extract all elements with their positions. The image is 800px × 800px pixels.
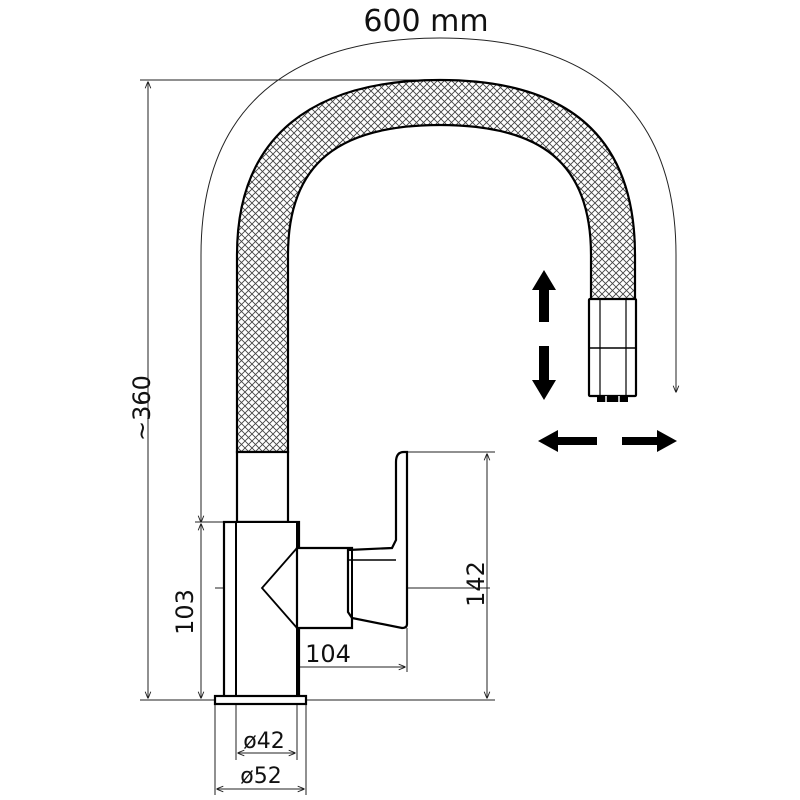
arrow-down-icon <box>532 346 556 400</box>
arrow-up-icon <box>532 270 556 322</box>
body-height-label: 103 <box>171 589 199 635</box>
arrow-right-icon <box>622 430 677 452</box>
faucet-body <box>222 520 301 700</box>
height-dimension-label: ~360 <box>128 375 156 441</box>
reach-dimension-label: 600 mm <box>363 4 488 39</box>
reach-dimension-arc <box>201 37 676 522</box>
mixer-lever <box>295 450 409 630</box>
flexible-hose <box>235 78 637 454</box>
spray-head <box>587 297 638 402</box>
spout-collar <box>235 450 290 524</box>
base-diameter-label: ø52 <box>240 764 281 789</box>
faucet-base <box>213 694 308 706</box>
lever-reach-label: 104 <box>305 640 351 668</box>
inner-diameter-label: ø42 <box>243 729 284 754</box>
lever-height-label: 142 <box>462 561 490 607</box>
arrow-left-icon <box>538 430 597 452</box>
